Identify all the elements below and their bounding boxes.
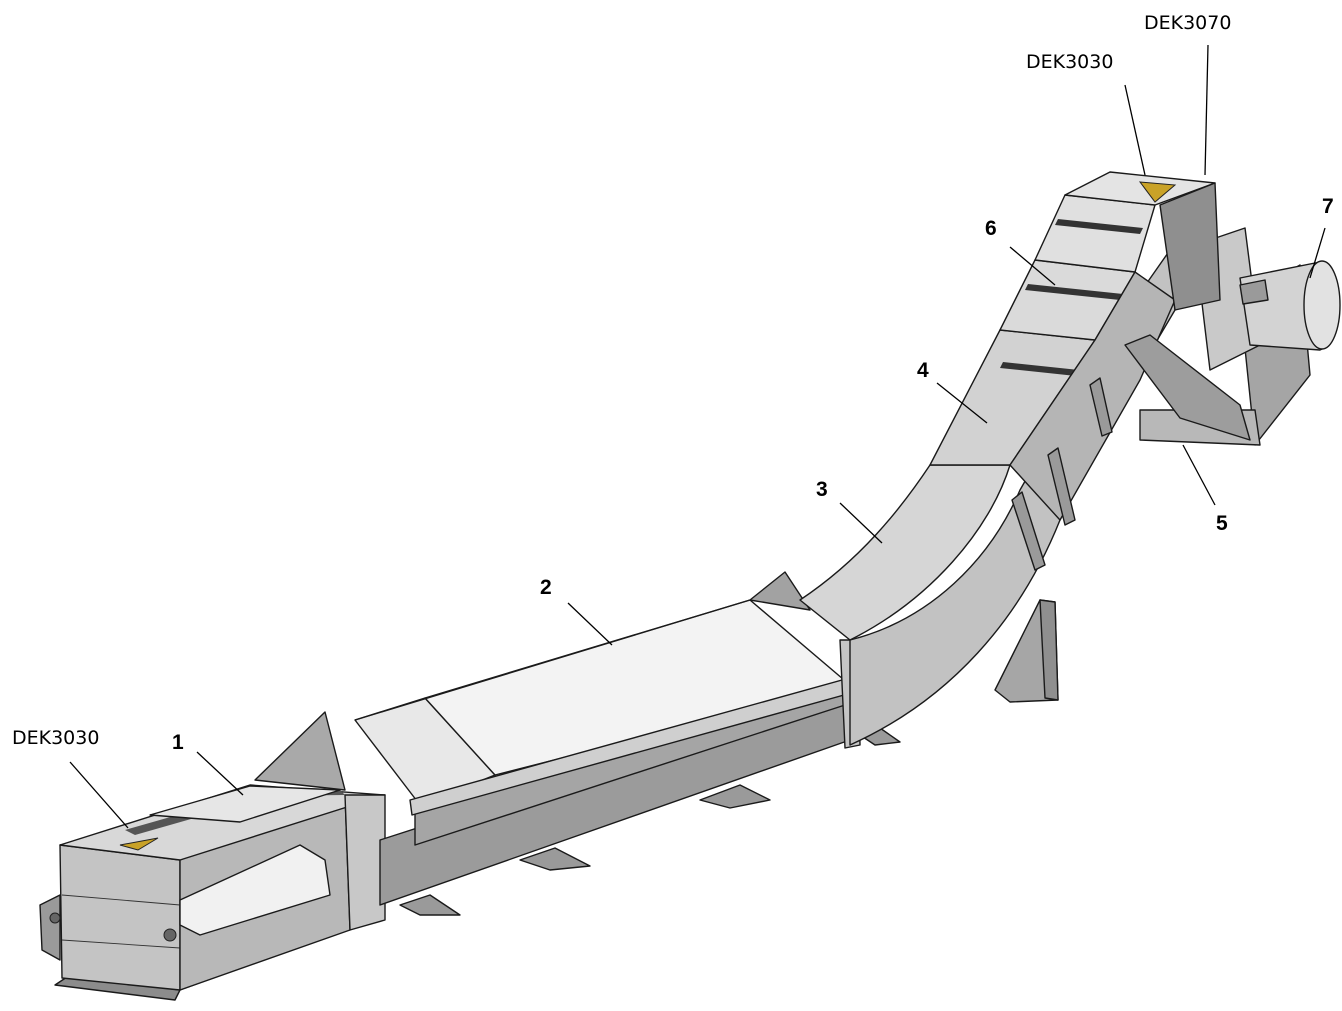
- callout-5: 5: [1216, 512, 1228, 535]
- drive-unit: [1124, 182, 1341, 446]
- callout-6: 6: [985, 217, 997, 240]
- horizontal-trough: [354, 571, 863, 906]
- callout-1: 1: [172, 731, 184, 754]
- gusset-inlet: [254, 711, 346, 791]
- callout-2: 2: [540, 576, 552, 599]
- warning-label-code-inlet: DEK3030: [12, 727, 99, 749]
- callout-4: 4: [917, 359, 929, 382]
- curved-riser: [799, 171, 1216, 746]
- callout-7: 7: [1322, 195, 1334, 218]
- inlet-housing: [39, 784, 386, 1001]
- warning-label-code-drive: DEK3070: [1144, 12, 1231, 34]
- callout-3: 3: [816, 478, 828, 501]
- warning-label-inlet: [119, 837, 159, 851]
- warning-label-code-head: DEK3030: [1026, 51, 1113, 73]
- warning-label-head: [1138, 181, 1177, 203]
- support-legs: [399, 599, 1059, 916]
- leader-lines: [69, 44, 1326, 829]
- callouts: 1 2 3 4 5 6 7 DEK3030 DEK3030 DEK3070: [12, 12, 1334, 754]
